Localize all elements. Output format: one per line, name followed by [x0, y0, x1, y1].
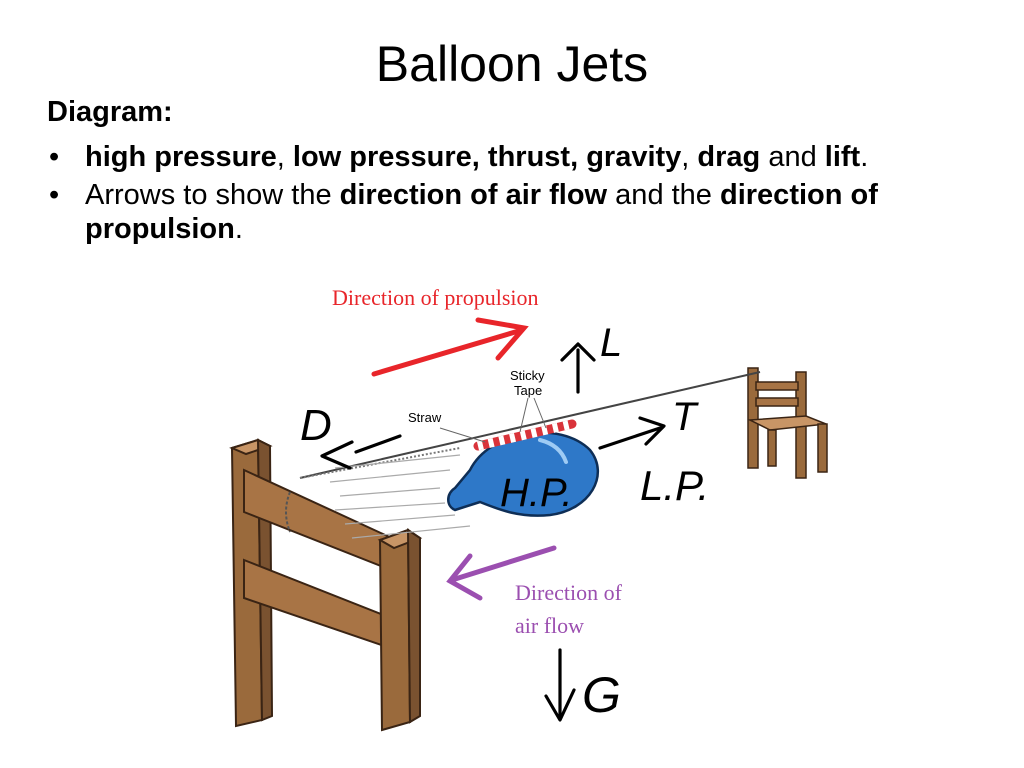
propulsion-arrow-icon — [371, 317, 529, 377]
straw — [473, 419, 577, 451]
handwritten-high-pressure: H.P. — [500, 471, 573, 515]
airflow-label-line2: air flow — [515, 613, 584, 638]
thrust-arrow-icon — [598, 416, 666, 450]
handwritten-thrust: T — [672, 395, 699, 439]
text: and the — [607, 179, 720, 211]
diagram-heading: Diagram: — [47, 96, 173, 128]
term-high-pressure: high pressure — [85, 141, 277, 173]
airflow-arrow-icon — [446, 545, 557, 601]
term-lift: lift — [824, 141, 861, 173]
handwritten-low-pressure: L.P. — [640, 462, 709, 509]
airflow-label-line1: Direction of — [515, 580, 623, 605]
tape-label-line2: Tape — [514, 383, 542, 398]
slide-title: Balloon Jets — [375, 36, 649, 92]
string-line — [299, 371, 761, 479]
text: Arrows to show the — [85, 179, 340, 211]
text: . — [860, 141, 869, 173]
air-streaks — [329, 454, 471, 539]
term-air-flow: direction of air flow — [339, 179, 608, 211]
bullet-list: • high pressure, low pressure, thrust, g… — [47, 140, 1007, 250]
bullet-item-arrows: • Arrows to show the direction of air fl… — [47, 178, 1007, 246]
text: . — [234, 213, 243, 245]
term-low-pressure-thrust-gravity: low pressure, thrust, gravity — [292, 141, 682, 173]
drag-arrow-icon — [320, 434, 402, 470]
propulsion-label: Direction of propulsion — [332, 285, 539, 310]
bullet-item-forces: • high pressure, low pressure, thrust, g… — [47, 140, 1007, 174]
straw-label: Straw — [408, 410, 442, 425]
lift-arrow-icon — [560, 342, 596, 394]
gravity-arrow-icon — [544, 648, 576, 722]
chair — [747, 367, 828, 479]
text: , — [681, 141, 698, 173]
tape-label-line1: Sticky — [510, 368, 545, 383]
fence — [229, 438, 423, 732]
bullet-icon: • — [49, 141, 60, 173]
handwritten-gravity: G — [582, 667, 621, 723]
text: and — [760, 141, 825, 173]
bullet-icon: • — [49, 179, 60, 211]
term-propulsion: direction of propulsion — [85, 179, 878, 245]
handwritten-lift: L — [600, 321, 622, 365]
handwritten-drag: D — [300, 401, 332, 450]
text: , — [276, 141, 293, 173]
term-drag: drag — [697, 141, 761, 173]
